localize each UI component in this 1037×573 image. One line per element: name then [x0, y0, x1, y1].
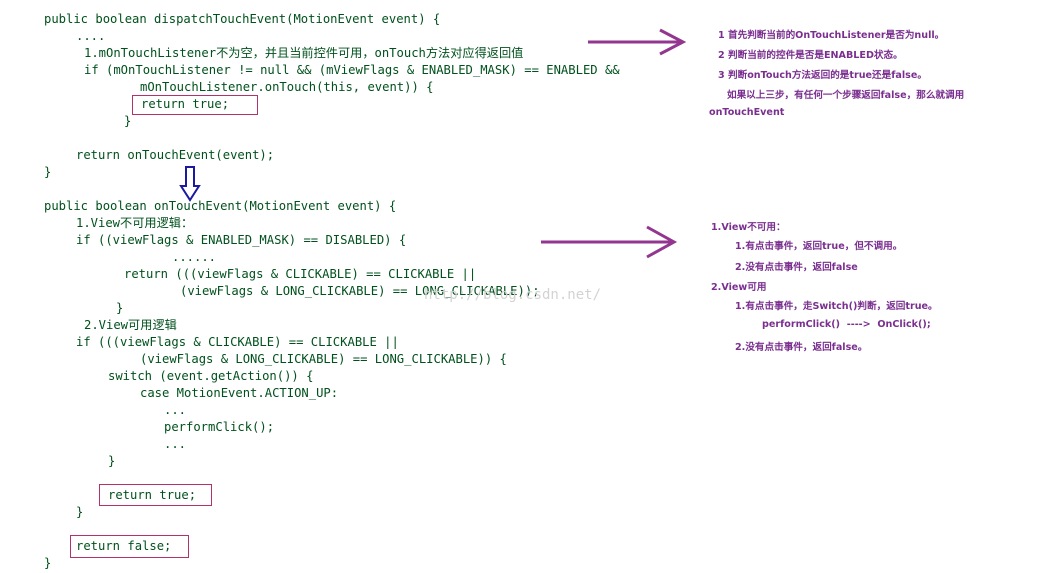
- code-line: return onTouchEvent(event);: [76, 148, 275, 162]
- code-line-return-false: return false;: [76, 539, 172, 553]
- code-line: public boolean dispatchTouchEvent(Motion…: [44, 12, 441, 26]
- right-arrow-icon: [541, 225, 678, 259]
- code-line: switch (event.getAction()) {: [108, 369, 314, 383]
- note-line: 2.没有点击事件，返回false。: [735, 342, 868, 353]
- note-line: 2 判断当前的控件是否是ENABLED状态。: [718, 50, 903, 61]
- code-line: ....: [76, 29, 106, 43]
- code-line: if (((viewFlags & CLICKABLE) == CLICKABL…: [76, 335, 399, 349]
- note-line: 2.View可用: [711, 282, 767, 293]
- code-line: return (((viewFlags & CLICKABLE) == CLIC…: [124, 267, 477, 281]
- code-comment-line: 2.View可用逻辑: [84, 318, 177, 332]
- note-line: 1.View不可用：: [711, 222, 786, 233]
- code-line: if (mOnTouchListener != null && (mViewFl…: [84, 63, 620, 77]
- right-arrow-icon: [588, 28, 687, 56]
- code-line: (viewFlags & LONG_CLICKABLE) == LONG_CLI…: [180, 284, 540, 298]
- watermark: http://blog.csdn.net/: [424, 287, 602, 303]
- highlight-box-return-false: [70, 535, 189, 558]
- code-line: ...: [164, 403, 187, 417]
- code-line: (viewFlags & LONG_CLICKABLE) == LONG_CLI…: [140, 352, 507, 366]
- code-line: ......: [172, 250, 217, 264]
- note-line: 2.没有点击事件，返回false: [735, 262, 858, 273]
- code-line: }: [44, 556, 52, 570]
- code-comment-line: 1.View不可用逻辑：: [76, 216, 194, 230]
- note-line: 1 首先判断当前的OnTouchListener是否为null。: [718, 30, 945, 41]
- code-line: if ((viewFlags & ENABLED_MASK) == DISABL…: [76, 233, 407, 247]
- code-line: performClick();: [164, 420, 275, 434]
- note-line: performClick() ----> OnClick();: [762, 319, 931, 330]
- highlight-box-return-true: [132, 95, 258, 115]
- code-line: mOnTouchListener.onTouch(this, event)) {: [140, 80, 434, 94]
- code-line-return-true: return true;: [108, 488, 197, 502]
- note-line: 如果以上三步，有任何一个步骤返回false，那么就调用: [727, 90, 965, 101]
- code-line: }: [116, 301, 124, 315]
- highlight-box-return-true: [99, 484, 212, 506]
- code-line: }: [124, 114, 132, 128]
- code-line: }: [44, 165, 52, 179]
- code-line: case MotionEvent.ACTION_UP:: [140, 386, 339, 400]
- code-line: }: [76, 505, 84, 519]
- code-line-return-true: return true;: [141, 97, 230, 111]
- code-line: ...: [164, 437, 187, 451]
- code-line: public boolean onTouchEvent(MotionEvent …: [44, 199, 397, 213]
- note-line: onTouchEvent: [709, 107, 785, 118]
- code-line: }: [108, 454, 116, 468]
- note-line: 1.有点击事件，返回true，但不调用。: [735, 241, 903, 252]
- note-line: 3 判断onTouch方法返回的是true还是false。: [718, 70, 927, 81]
- down-arrow-icon: [179, 166, 201, 202]
- note-line: 1.有点击事件，走Switch()判断，返回true。: [735, 301, 938, 312]
- code-comment-line: 1.mOnTouchListener不为空，并且当前控件可用，onTouch方法…: [84, 46, 524, 60]
